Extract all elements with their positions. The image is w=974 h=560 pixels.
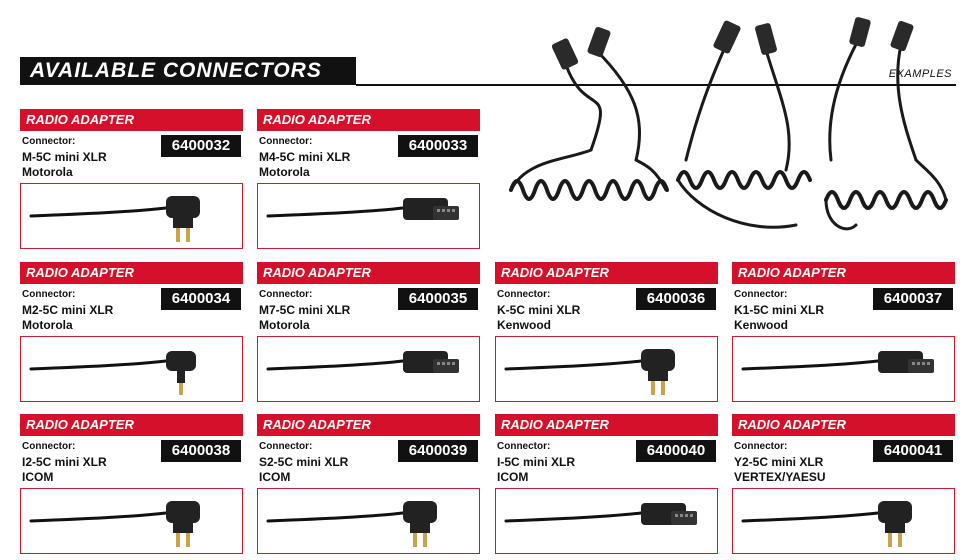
multi-pin-connector-icon: [741, 351, 934, 373]
connector-image-frame: [20, 336, 243, 402]
part-number-badge: 6400032: [161, 135, 241, 157]
connector-brand: ICOM: [22, 470, 54, 484]
two-pin-plug-icon: [266, 501, 437, 547]
multi-pin-connector-icon: [266, 198, 459, 220]
part-number-badge: 6400037: [873, 288, 953, 310]
part-number-badge: 6400041: [873, 440, 953, 462]
connector-label: Connector:: [22, 136, 76, 147]
connector-image-frame: [257, 488, 480, 554]
connector-label: Connector:: [22, 441, 76, 452]
card-header: RADIO ADAPTER: [257, 262, 480, 284]
card-header: RADIO ADAPTER: [257, 414, 480, 436]
card-header: RADIO ADAPTER: [20, 109, 243, 131]
connector-type: K1-5C mini XLR: [734, 303, 825, 317]
connector-brand: VERTEX/YAESU: [734, 470, 826, 484]
connector-brand: Kenwood: [734, 318, 788, 332]
coiled-cable-2: [684, 43, 728, 162]
connector-label: Connector:: [22, 289, 76, 300]
connector-image-frame: [732, 336, 955, 402]
connector-type: I-5C mini XLR: [497, 455, 576, 469]
part-number-badge: 6400040: [636, 440, 716, 462]
connector-brand: Motorola: [22, 165, 73, 179]
card-header: RADIO ADAPTER: [495, 262, 718, 284]
connector-brand: Motorola: [259, 318, 310, 332]
connector-image-frame: [732, 488, 955, 554]
connector-label: Connector:: [259, 441, 313, 452]
title-rule: [356, 84, 956, 86]
multi-pin-connector-icon: [504, 503, 697, 525]
connector-label: Connector:: [259, 136, 313, 147]
connector-image-frame: [495, 488, 718, 554]
examples-label: EXAMPLES: [888, 68, 952, 80]
connector-label: Connector:: [734, 289, 788, 300]
connector-image-frame: [20, 183, 243, 249]
connector-brand: ICOM: [259, 470, 291, 484]
part-number-badge: 6400033: [398, 135, 478, 157]
coiled-cable-3: [828, 33, 863, 162]
multi-pin-connector-icon: [266, 351, 459, 373]
two-pin-plug-icon: [741, 501, 912, 547]
page-title: AVAILABLE CONNECTORS: [20, 57, 356, 85]
connector-label: Connector:: [497, 441, 551, 452]
part-number-badge: 6400036: [636, 288, 716, 310]
connector-type: M-5C mini XLR: [22, 150, 107, 164]
connector-type: M4-5C mini XLR: [259, 150, 351, 164]
connector-brand: Motorola: [22, 318, 73, 332]
part-number-badge: 6400034: [161, 288, 241, 310]
card-header: RADIO ADAPTER: [20, 262, 243, 284]
connector-image-frame: [257, 183, 480, 249]
connector-image-frame: [20, 488, 243, 554]
connector-image-frame: [257, 336, 480, 402]
connector-type: M2-5C mini XLR: [22, 303, 114, 317]
connector-brand: Motorola: [259, 165, 310, 179]
coiled-cable-1: [564, 63, 602, 152]
connector-brand: Kenwood: [497, 318, 551, 332]
part-number-badge: 6400035: [398, 288, 478, 310]
connector-label: Connector:: [734, 441, 788, 452]
connector-type: S2-5C mini XLR: [259, 455, 349, 469]
coiled-cable-examples-image: [509, 17, 948, 231]
connector-type: Y2-5C mini XLR: [734, 455, 824, 469]
card-header: RADIO ADAPTER: [732, 414, 955, 436]
card-header: RADIO ADAPTER: [732, 262, 955, 284]
connector-type: I2-5C mini XLR: [22, 455, 107, 469]
single-pin-plug-icon: [29, 351, 196, 395]
connector-type: M7-5C mini XLR: [259, 303, 351, 317]
connector-brand: ICOM: [497, 470, 529, 484]
two-pin-plug-icon: [504, 349, 675, 395]
part-number-badge: 6400039: [398, 440, 478, 462]
two-pin-plug-icon: [29, 501, 200, 547]
card-header: RADIO ADAPTER: [20, 414, 243, 436]
card-header: RADIO ADAPTER: [495, 414, 718, 436]
two-pin-plug-icon: [29, 196, 200, 242]
connector-label: Connector:: [259, 289, 313, 300]
connector-image-frame: [495, 336, 718, 402]
connector-type: K-5C mini XLR: [497, 303, 581, 317]
connector-label: Connector:: [497, 289, 551, 300]
part-number-badge: 6400038: [161, 440, 241, 462]
card-header: RADIO ADAPTER: [257, 109, 480, 131]
